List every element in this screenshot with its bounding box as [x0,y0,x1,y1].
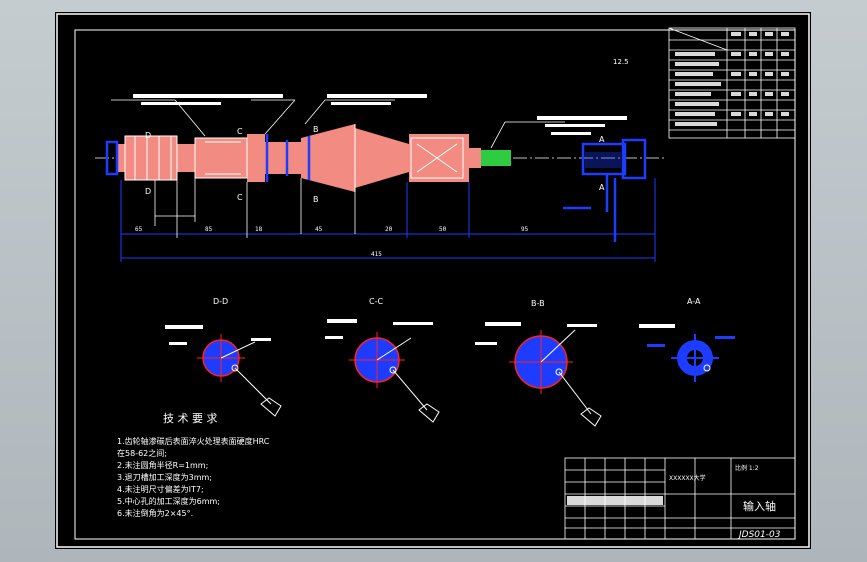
surface-finish-mark: 12.5 [613,58,629,66]
key-segment [481,150,511,166]
section-mark-b-bottom: B [313,195,319,204]
section-mark-a-bottom: A [599,183,605,192]
section-mark-b-top: B [313,125,319,134]
tolerance-callout-text [133,94,627,135]
blue-fit-parts [105,134,647,242]
tech-req-item-4: 4.未注明尺寸偏差为IT7; [117,484,204,494]
part-name: 输入轴 [743,499,776,513]
segment-dim-3: 45 [315,226,323,233]
shaft-body [117,124,511,192]
dimension-lines [120,178,656,262]
tech-req-item-3: 3.退刀槽加工深度为3mm; [117,472,212,482]
drawing-sheet: 12.5 [55,12,811,549]
tech-req-title: 技 术 要 求 [163,412,218,425]
inner-border [74,29,796,540]
segment-dim-6: 18 [255,226,263,233]
section-mark-a-top: A [599,135,605,144]
title-block-fill [567,496,663,505]
extension-lines [111,99,565,238]
shaft-drawing: 12.5 [56,13,810,548]
shaft-outline [124,124,464,192]
outer-border [56,13,810,548]
section-mark-d-bottom: D [145,187,151,196]
section-view-b: B-B [475,299,602,427]
table-cell-marks [675,32,789,126]
section-view-c: C-C [325,297,440,423]
overall-length-dim: 415 [371,251,382,258]
tech-req-item-2: 2.未注圆角半径R=1mm; [117,460,208,470]
section-title-a: A-A [687,297,701,306]
drawing-number: JDS01-03 [737,530,781,540]
section-title-b: B-B [531,299,545,308]
segment-dim-5: 20 [385,226,393,233]
tech-req-item-1: 1.齿轮轴渗碳后表面淬火处理表面硬度HRC [117,436,270,446]
section-mark-c-bottom: C [237,193,243,202]
school-name: XXXXXX大学 [669,474,706,482]
section-mark-d-top: D [145,131,151,140]
section-view-a: A-A [639,297,735,382]
tech-req-item-1b: 在58-62之间; [117,448,167,458]
segment-dim-4: 50 [439,226,447,233]
technical-requirements: 技 术 要 求 1.齿轮轴渗碳后表面淬火处理表面硬度HRC 在58-62之间; … [117,412,270,518]
section-mark-c-top: C [237,127,243,136]
gear-parameter-table [668,27,796,139]
section-view-d: D-D [165,297,282,417]
segment-dim-2: 85 [205,226,213,233]
tech-req-item-5: 5.中心孔的加工深度为6mm; [117,496,220,506]
segment-dim-7: 95 [521,226,529,233]
scale-note: 比例 1:2 [735,464,759,472]
tech-req-item-6: 6.未注倒角为2×45°. [117,508,193,518]
segment-dim-1: 65 [135,226,143,233]
section-title-c: C-C [369,297,383,306]
section-title-d: D-D [213,297,228,306]
